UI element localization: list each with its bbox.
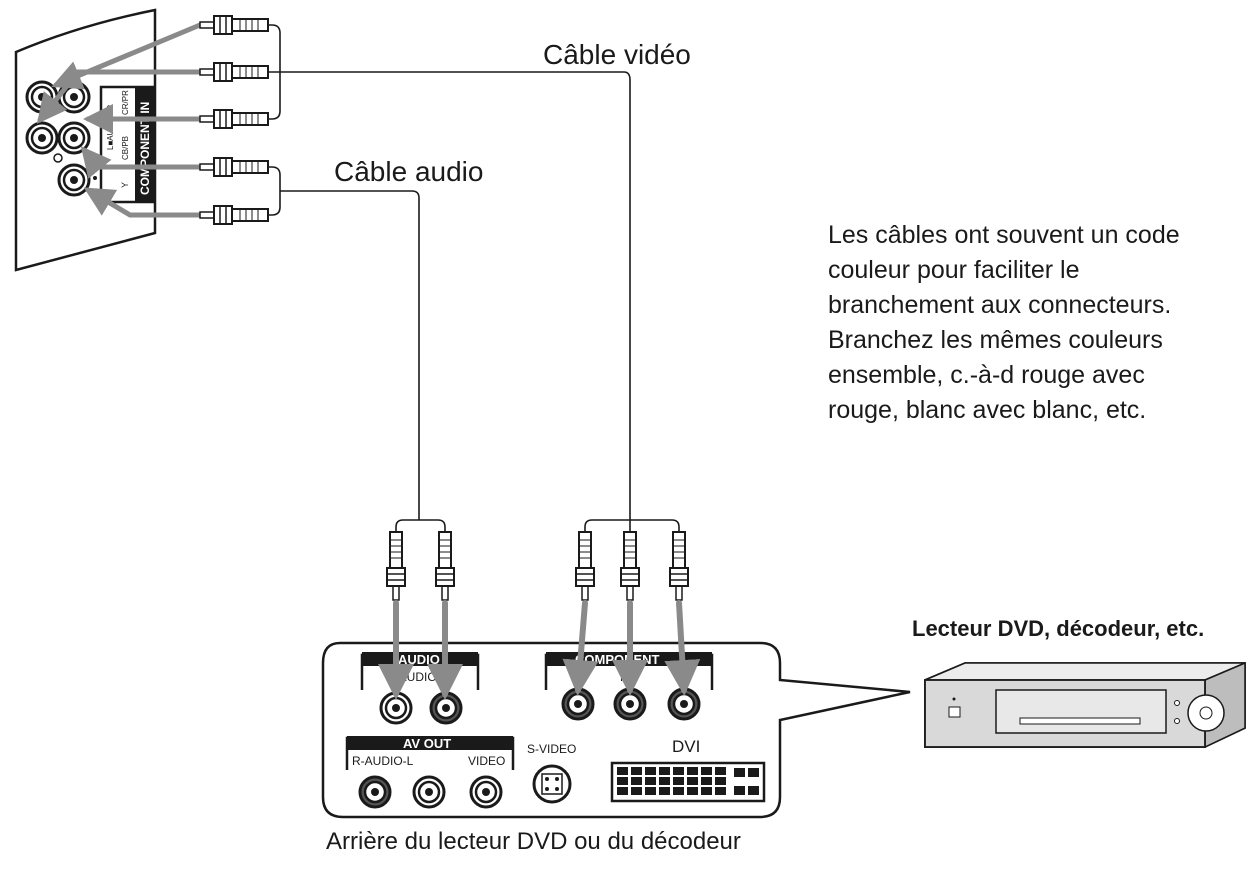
dvi-pin [631,777,642,785]
svideo-label: S-VIDEO [527,742,576,756]
dvi-pin [645,777,656,785]
cb-pb-label: CB/PB [121,136,130,160]
rear-panel-caption: Arrière du lecteur DVD ou du décodeur [326,828,741,855]
rear-jack-audio-r [429,691,463,725]
audio-header: AUDIO [398,652,440,667]
dvi-pin [715,787,726,795]
dvi-pin [701,787,712,795]
dvi-pin [748,786,759,795]
av-out-audio-label: R-AUDIO-L [352,754,414,768]
dvi-pin [645,787,656,795]
note-line: branchement aux connecteurs. [828,291,1172,319]
av-out-jack-l [412,775,446,809]
tv-panel: COMPONENT IN L■AUDIO■R CR/PR CB/PB Y [14,8,157,272]
plug-video-1 [199,15,269,35]
note-line: rouge, blanc avec blanc, etc. [828,396,1147,424]
plug-component-y [669,531,689,601]
jog-dial [1187,694,1225,732]
dvi-pin [701,767,712,775]
av-out-header: AV OUT [403,736,451,751]
plug-component-pb [620,531,640,601]
tv-jack-y [57,163,91,197]
dvi-pin [673,777,684,785]
dvi-pin [734,786,745,795]
dvi-pin [687,767,698,775]
dvi-pin [645,767,656,775]
dvd-side-plugs [386,531,689,601]
svideo-connector [532,764,572,804]
dvi-pin [748,768,759,777]
dvi-pin [659,787,670,795]
dvi-pin [617,777,628,785]
rear-jack-y [667,687,701,721]
dvi-pin [659,767,670,775]
dvi-pin [715,767,726,775]
dvi-pin [715,777,726,785]
rear-arrows [378,600,701,700]
dvi-pin [673,787,684,795]
component-header: COMPONENT [575,652,660,667]
note-line: couleur pour faciliter le [828,256,1080,284]
cables [268,24,680,545]
rear-jack-pb [613,687,647,721]
rear-jack-audio-l [379,691,413,725]
plug-audio-r [435,531,455,601]
dvi-pin [631,787,642,795]
note-line: Les câbles ont souvent un code [828,221,1180,249]
y-label: Y [120,182,130,188]
dvi-pin [659,777,670,785]
cr-pr-label: CR/PR [121,90,130,115]
rear-jack-pr [561,687,595,721]
dvi-pin [617,767,628,775]
tv-side-plugs [199,15,269,225]
dvd-player [924,661,1246,749]
note-line: Branchez les mêmes couleurs [828,326,1163,354]
dvi-connector [610,761,766,803]
plug-component-pr [575,531,595,601]
plug-video-2 [199,62,269,82]
tv-jack-audio-r [25,121,59,155]
audio-cable-label: Câble audio [334,156,483,187]
plug-audio-1 [199,157,269,177]
plug-video-3 [199,109,269,129]
dvi-pin [701,777,712,785]
av-out-jack-video [469,775,503,809]
av-out-jack-r [358,775,392,809]
dvd-player-label: Lecteur DVD, décodeur, etc. [912,616,1205,641]
plug-audio-2 [199,205,269,225]
dvi-pin [673,767,684,775]
plug-audio-l [386,531,406,601]
disc-tray [995,689,1167,734]
av-out-video-label: VIDEO [468,754,505,768]
dvi-label: DVI [672,737,700,756]
dvi-pin [631,767,642,775]
dvi-pin [617,787,628,795]
video-cable-label: Câble vidéo [543,39,691,70]
component-in-label: COMPONENT IN [138,102,152,195]
dvi-pin [687,777,698,785]
tv-arrows [36,22,203,218]
color-code-note: Les câbles ont souvent un code couleur p… [828,218,1238,428]
rear-panel: AUDIO L-AUDIO-R COMPONENT PB Y AV OUT R-… [321,641,911,819]
note-line: ensemble, c.-à-d rouge avec [828,361,1145,389]
dvi-pin [687,787,698,795]
dvi-pin [734,768,745,777]
audio-lr-label: L■AUDIO■R [106,105,115,150]
